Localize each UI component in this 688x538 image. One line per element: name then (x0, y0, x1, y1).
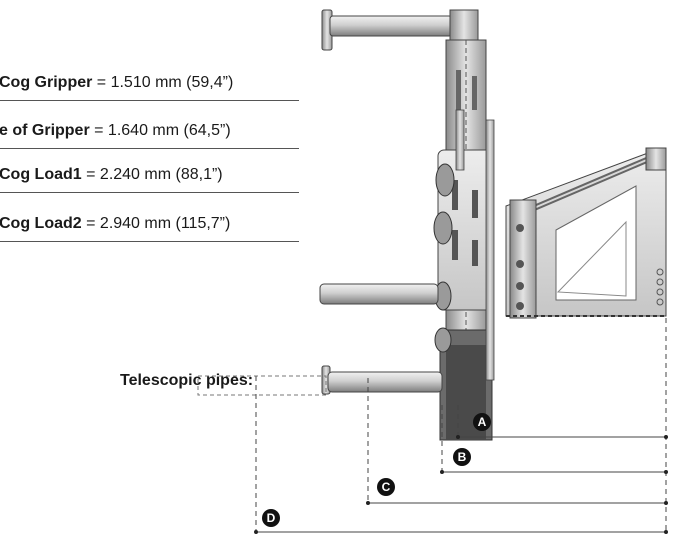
marker-b: B (453, 448, 471, 466)
bottom-arm (321, 365, 443, 395)
middle-arm (319, 283, 439, 305)
spec-edge-of-gripper: e of Gripper = 1.640 mm (64,5”) (0, 114, 299, 149)
spec-value: = 1.510 mm (59,4”) (96, 74, 234, 91)
vertical-mast (433, 39, 495, 441)
spec-value: = 2.240 mm (88,1”) (86, 166, 223, 183)
spec-label: e of Gripper (0, 122, 90, 139)
marker-c-label: C (382, 480, 391, 494)
marker-b-label: B (458, 450, 467, 464)
marker-a: A (473, 413, 491, 431)
spec-label: Cog Load2 (0, 215, 82, 232)
spec-cog-load1: Cog Load1 = 2.240 mm (88,1”) (0, 158, 299, 193)
spec-value: = 1.640 mm (64,5”) (94, 122, 231, 139)
spec-cog-load2: Cog Load2 = 2.940 mm (115,7”) (0, 207, 299, 242)
marker-a-label: A (478, 415, 487, 429)
marker-d-label: D (267, 511, 276, 525)
marker-d: D (262, 509, 280, 527)
telescopic-pipe-outline (197, 375, 327, 396)
spec-value: = 2.940 mm (115,7”) (86, 215, 231, 232)
marker-c: C (377, 478, 395, 496)
dimension-lines (255, 318, 667, 533)
mounting-frame (505, 147, 667, 319)
spec-label: Cog Gripper (0, 74, 93, 91)
dimension-endpoints (254, 435, 668, 534)
spec-cog-gripper: Cog Gripper = 1.510 mm (59,4”) (0, 66, 299, 101)
spec-label: Cog Load1 (0, 166, 82, 183)
